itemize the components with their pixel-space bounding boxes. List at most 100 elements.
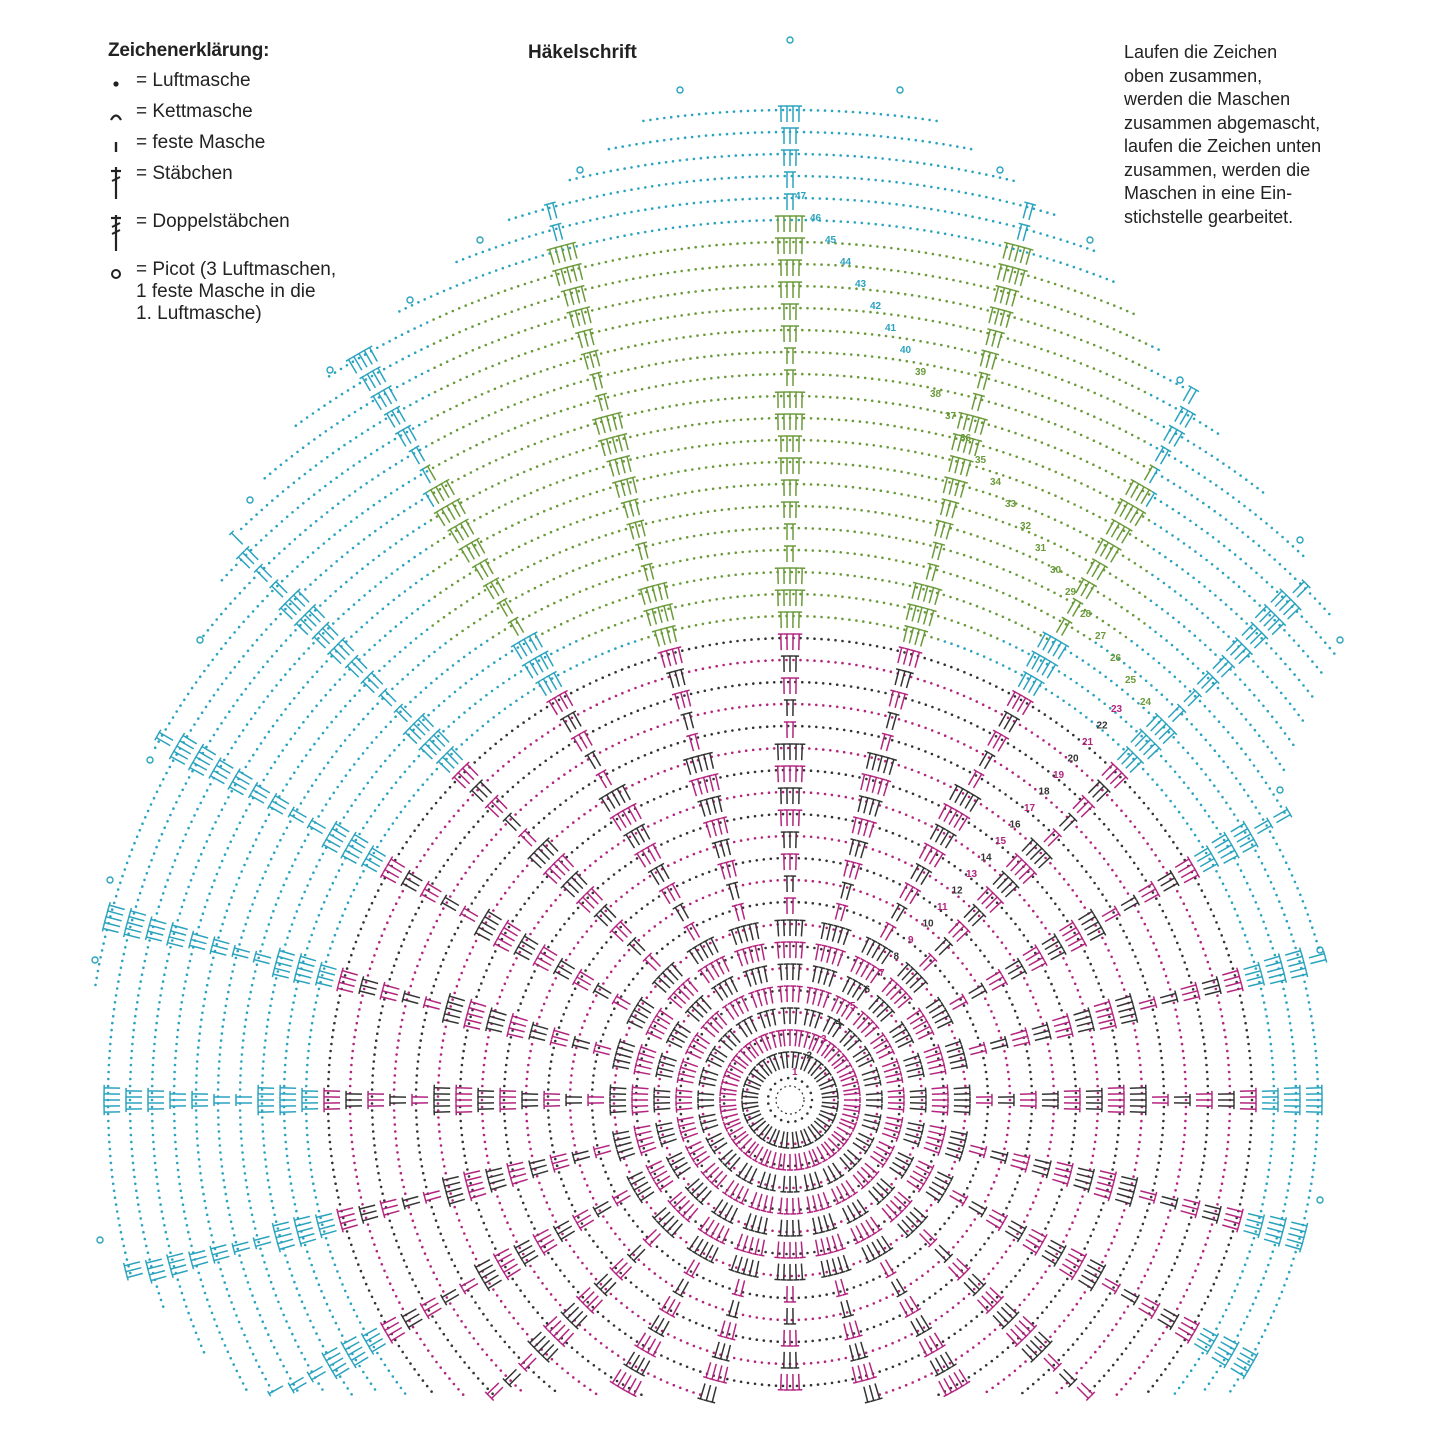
- chain-dot: [767, 769, 771, 772]
- chain-dot: [1230, 1296, 1234, 1299]
- chain-dot: [1221, 795, 1224, 799]
- chain-dot: [415, 1116, 418, 1119]
- chain-dot: [411, 871, 415, 875]
- chain-dot: [442, 729, 445, 733]
- chain-dot: [864, 845, 868, 849]
- chain-dot: [732, 1379, 736, 1382]
- chain-dot: [1290, 1161, 1294, 1165]
- chain-dot: [628, 1361, 632, 1365]
- chain-dot: [354, 940, 358, 944]
- chain-dot: [593, 779, 597, 783]
- chain-dot: [290, 1008, 294, 1011]
- chain-dot: [1169, 799, 1172, 803]
- chain-dot: [729, 618, 732, 621]
- chain-dot: [960, 1354, 964, 1357]
- chain-dot: [750, 949, 754, 953]
- chain-dot: [806, 615, 809, 618]
- chain-dot: [786, 1054, 790, 1058]
- chain-dot: [1293, 1133, 1297, 1137]
- chain-dot: [307, 1147, 310, 1151]
- chain-dot: [560, 1177, 563, 1181]
- chain-dot: [957, 895, 960, 899]
- chain-dot: [849, 707, 853, 710]
- chain-dot: [957, 1050, 961, 1053]
- chain-dot: [1170, 928, 1174, 932]
- chain-dot: [357, 1263, 360, 1266]
- chain-dot: [446, 858, 450, 862]
- chain-dot: [695, 923, 699, 927]
- chain-dot: [1269, 1042, 1273, 1046]
- chain-dot: [690, 760, 693, 764]
- chain-dot: [288, 1267, 292, 1271]
- chain-dot: [731, 684, 734, 688]
- chain-dot: [809, 791, 813, 794]
- chain-dot: [1218, 876, 1222, 879]
- chain-dot: [516, 646, 520, 649]
- chain-dot: [753, 1042, 757, 1046]
- chain-dot: [811, 571, 815, 574]
- chain-dot: [866, 1139, 870, 1143]
- chain-dot: [755, 1316, 759, 1319]
- chain-dot: [317, 914, 321, 917]
- chain-dot: [930, 825, 933, 828]
- chain-dot: [1134, 955, 1137, 958]
- chain-dot: [1178, 1029, 1182, 1032]
- chain-dot: [911, 1381, 914, 1384]
- chain-dot: [381, 1005, 384, 1008]
- chain-dot: [1073, 1119, 1077, 1123]
- chain-dot: [1271, 1070, 1275, 1074]
- chain-dot: [601, 882, 605, 885]
- chain-dot: [1058, 1195, 1061, 1198]
- chain-dot: [1062, 1319, 1066, 1323]
- chain-dot: [851, 774, 854, 778]
- chain-dot: [848, 662, 851, 666]
- chain-dot: [997, 815, 1000, 818]
- chain-dot: [1269, 1154, 1273, 1158]
- chain-dot: [260, 1095, 264, 1098]
- chain-dot: [804, 1296, 808, 1299]
- chain-dot: [908, 1044, 912, 1047]
- chain-dot: [1055, 1252, 1058, 1256]
- chain-dot: [960, 843, 964, 846]
- chain-dot: [1141, 1222, 1145, 1226]
- chain-dot: [1014, 621, 1017, 624]
- chain-dot: [333, 933, 337, 937]
- chain-dot: [771, 990, 774, 993]
- chain-dot: [490, 1241, 494, 1244]
- chain-dot: [1205, 1126, 1209, 1130]
- chain-dot: [794, 1055, 797, 1058]
- chain-dot: [1064, 755, 1068, 759]
- chain-dot: [317, 1382, 321, 1385]
- chain-dot: [721, 1308, 724, 1311]
- chain-dot: [1049, 1140, 1052, 1144]
- chain-dot: [678, 1105, 682, 1109]
- chain-dot: [957, 621, 960, 625]
- chain-dot: [1154, 853, 1157, 857]
- chain-dot: [616, 843, 620, 846]
- chain-dot: [601, 676, 604, 679]
- chain-dot: [1018, 749, 1022, 753]
- chain-dot: [1286, 1189, 1290, 1192]
- chain-dot: [518, 751, 521, 755]
- chain-dot: [1292, 1049, 1295, 1053]
- chain-dot: [1086, 689, 1090, 693]
- chain-dot: [790, 856, 794, 860]
- chain-dot: [947, 860, 951, 864]
- chain-dot: [442, 958, 445, 961]
- chain-dot: [1183, 961, 1186, 964]
- chain-dot: [493, 661, 496, 664]
- chain-dot: [825, 1293, 828, 1296]
- chain-dot: [1254, 849, 1257, 853]
- chain-dot: [449, 1005, 453, 1008]
- chain-dot: [432, 984, 436, 988]
- chain-dot: [472, 825, 475, 829]
- chain-dot: [551, 1053, 554, 1056]
- chain-dot: [1245, 1315, 1249, 1319]
- chain-dot: [553, 1389, 557, 1393]
- chain-dot: [527, 896, 531, 900]
- chain-dot: [921, 923, 924, 926]
- chain-dot: [897, 907, 901, 911]
- chain-dot: [1117, 1070, 1121, 1074]
- chain-dot: [1008, 1098, 1012, 1102]
- chain-dot: [496, 800, 499, 803]
